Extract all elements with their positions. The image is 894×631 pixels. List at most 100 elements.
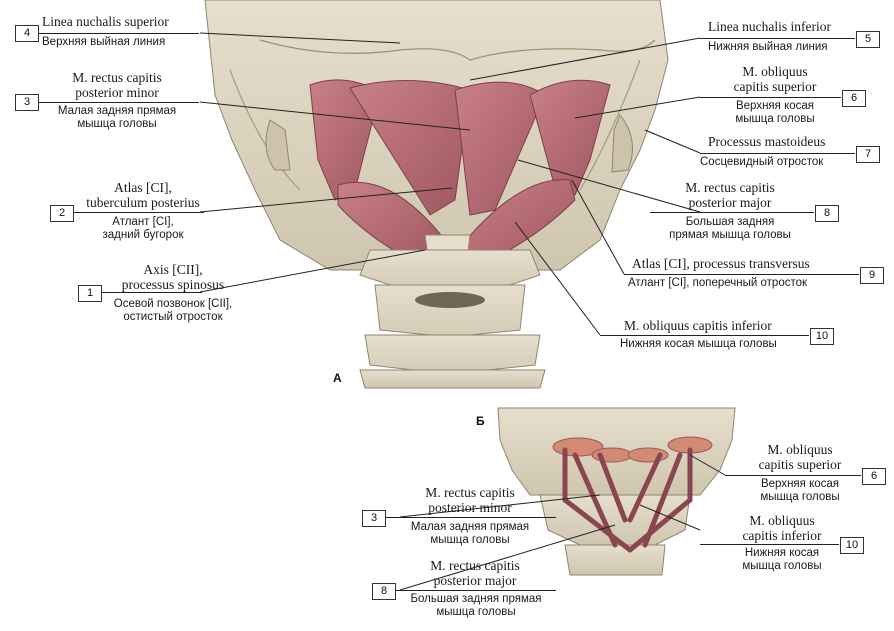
b-label-10-number: 10 — [840, 537, 864, 554]
b-label-3-number: 3 — [362, 510, 386, 527]
label-1-russian-line2: остистый отросток — [123, 311, 223, 323]
label-3-russian: Малая задняя прямая мышца головы — [42, 105, 192, 131]
b-label-3-latin-line1: M. rectus capitis — [425, 485, 515, 500]
b-label-10-latin: M. obliquus capitis inferior — [722, 513, 842, 543]
panel-letter-b: Б — [476, 414, 485, 428]
b-label-10-latin-line1: M. obliquus — [749, 513, 815, 528]
b-label-6-russian: Верхняя косая мышца головы — [740, 478, 860, 504]
b-label-6-number: 6 — [862, 468, 886, 485]
label-10-rule — [600, 335, 809, 336]
label-8-rule — [650, 212, 814, 213]
label-7-number: 7 — [856, 146, 880, 163]
label-6-latin-line2: capitis superior — [733, 79, 817, 94]
b-label-6-latin-line1: M. obliquus — [767, 442, 833, 457]
b-label-6-russian-line1: Верхняя косая — [760, 478, 839, 490]
b-label-10-latin-line2: capitis inferior — [742, 528, 822, 543]
label-3-latin-line1: M. rectus capitis — [72, 70, 162, 85]
label-8-number: 8 — [815, 205, 839, 222]
muscle-lines-b — [562, 447, 693, 553]
label-8-russian-line1: Большая задняя — [685, 216, 775, 228]
label-3-russian-line1: Малая задняя прямая — [57, 105, 177, 117]
label-6-rule — [700, 97, 841, 98]
b-label-3-russian: Малая задняя прямая мышца головы — [395, 521, 545, 547]
b-label-8-russian-line1: Большая задняя прямая — [410, 593, 542, 605]
label-8-latin: M. rectus capitis posterior major — [655, 180, 805, 210]
label-8-latin-line2: posterior major — [688, 195, 772, 210]
label-8-russian: Большая задняя прямая мышца головы — [655, 216, 805, 242]
b-label-3-latin: M. rectus capitis posterior minor — [395, 485, 545, 515]
b-label-10-russian-line2: мышца головы — [742, 560, 822, 572]
b-label-8-russian: Большая задняя прямая мышца головы — [396, 593, 556, 619]
label-4-latin: Linea nuchalis superior — [42, 14, 169, 29]
panel-letter-a: А — [333, 371, 342, 385]
label-1-latin-line1: Axis [CII], — [143, 262, 203, 277]
b-label-3-russian-line2: мышца головы — [430, 534, 510, 546]
b-label-3-latin-line2: posterior minor — [428, 500, 512, 515]
label-2-russian-line2: задний бугорок — [102, 229, 184, 241]
label-4-rule — [39, 33, 199, 34]
label-3-latin: M. rectus capitis posterior minor — [42, 70, 192, 100]
label-10-latin: M. obliquus capitis inferior — [624, 318, 772, 333]
label-7-russian: Сосцевидный отросток — [700, 156, 824, 168]
b-label-6-latin: M. obliquus capitis superior — [740, 442, 860, 472]
label-8-latin-line1: M. rectus capitis — [685, 180, 775, 195]
b-label-8-latin: M. rectus capitis posterior major — [400, 558, 550, 588]
label-6-latin-line1: M. obliquus — [742, 64, 808, 79]
b-label-8-number: 8 — [372, 583, 396, 600]
b-label-8-rule — [396, 590, 556, 591]
label-9-number: 9 — [860, 267, 884, 284]
label-7-rule — [700, 153, 855, 154]
b-label-10-russian: Нижняя косая мышца головы — [722, 547, 842, 573]
label-5-russian: Нижняя выйная линия — [708, 41, 828, 53]
label-7-latin: Processus mastoideus — [708, 134, 826, 149]
label-2-latin-line1: Atlas [CI], — [114, 180, 172, 195]
label-6-russian: Верхняя косая мышца головы — [710, 100, 840, 126]
b-label-6-latin-line2: capitis superior — [758, 457, 842, 472]
label-1-russian-line1: Осевой позвонок [CII], — [113, 298, 233, 310]
label-6-russian-line2: мышца головы — [735, 113, 815, 125]
label-2-russian-line1: Атлант [CI], — [112, 216, 174, 228]
label-4-russian: Верхняя выйная линия — [42, 36, 166, 48]
b-label-3-russian-line1: Малая задняя прямая — [410, 521, 530, 533]
b-label-8-russian-line2: мышца головы — [436, 606, 516, 618]
label-10-number: 10 — [810, 328, 834, 345]
label-6-latin: M. obliquus capitis superior — [710, 64, 840, 94]
label-9-russian: Атлант [CI], поперечный отросток — [628, 277, 808, 289]
label-3-rule — [39, 102, 199, 103]
label-2-number: 2 — [50, 205, 74, 222]
label-5-latin: Linea nuchalis inferior — [708, 19, 831, 34]
label-1-number: 1 — [78, 285, 102, 302]
b-label-10-rule — [700, 544, 839, 545]
cervical-vertebrae-a — [359, 249, 546, 389]
label-1-russian: Осевой позвонок [CII], остистый отросток — [98, 298, 248, 324]
label-10-russian: Нижняя косая мышца головы — [620, 338, 777, 350]
label-9-rule — [624, 274, 859, 275]
b-label-10-russian-line1: Нижняя косая — [744, 547, 820, 559]
label-2-latin: Atlas [CI], tuberculum posterius — [78, 180, 208, 210]
label-5-rule — [700, 38, 855, 39]
skull-occipital-b — [497, 407, 736, 576]
label-2-russian: Атлант [CI], задний бугорок — [78, 216, 208, 242]
label-2-rule — [74, 212, 204, 213]
label-8-russian-line2: прямая мышца головы — [669, 229, 791, 241]
label-1-latin: Axis [CII], processus spinosus — [98, 262, 248, 292]
label-1-rule — [102, 292, 202, 293]
label-4-number: 4 — [15, 25, 39, 42]
label-6-russian-line1: Верхняя косая — [735, 100, 814, 112]
leader-lines — [199, 32, 726, 591]
label-2-latin-line2: tuberculum posterius — [86, 195, 200, 210]
label-3-latin-line2: posterior minor — [75, 85, 159, 100]
label-1-latin-line2: processus spinosus — [121, 277, 225, 292]
b-label-8-latin-line2: posterior major — [433, 573, 517, 588]
b-label-8-latin-line1: M. rectus capitis — [430, 558, 520, 573]
label-6-number: 6 — [842, 90, 866, 107]
label-9-latin: Atlas [CI], processus transversus — [632, 256, 810, 271]
b-label-6-rule — [725, 475, 861, 476]
label-5-number: 5 — [856, 31, 880, 48]
label-3-number: 3 — [15, 94, 39, 111]
b-label-6-russian-line2: мышца головы — [760, 491, 840, 503]
label-3-russian-line2: мышца головы — [77, 118, 157, 130]
b-label-3-rule — [386, 517, 556, 518]
